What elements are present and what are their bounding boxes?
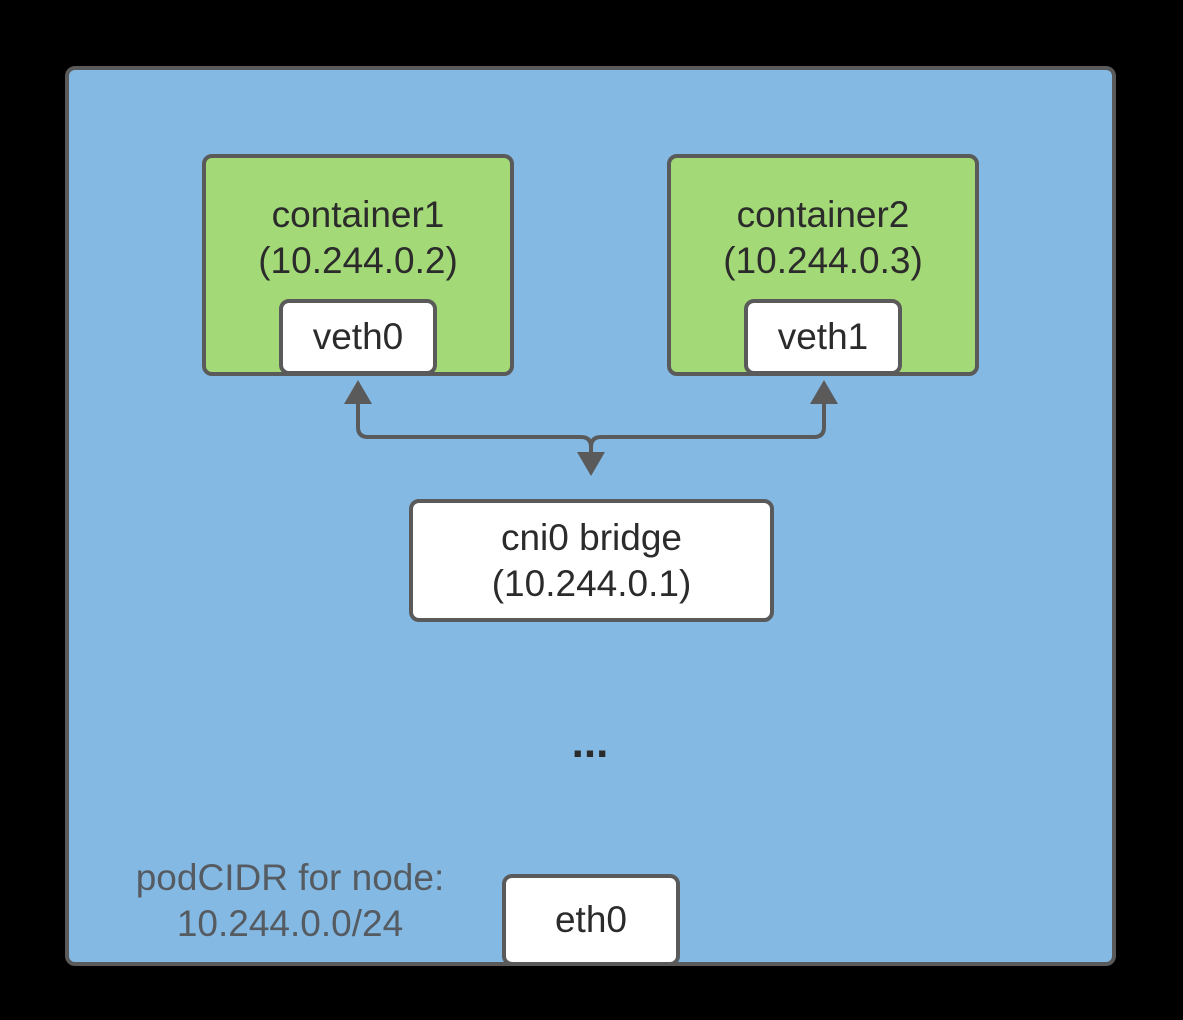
bridge-name: cni0 bridge [500, 516, 682, 558]
pod-cidr-note: podCIDR for node: 10.244.0.0/24 [100, 855, 480, 947]
veth1-interface: veth1 [744, 299, 902, 375]
veth0-label: veth0 [312, 316, 404, 357]
container1-name: container1 [271, 194, 445, 235]
cni0-bridge-box: cni0 bridge (10.244.0.1) [409, 499, 774, 622]
container1-ip: (10.244.0.2) [258, 240, 458, 281]
pod-cidr-label: podCIDR for node: [135, 857, 445, 898]
ellipsis: ... [571, 718, 609, 767]
veth1-label: veth1 [777, 316, 869, 357]
eth0-interface: eth0 [502, 874, 680, 966]
arrow-bridge-to-veth0 [344, 380, 593, 470]
arrow-bridge-to-veth1 [589, 380, 838, 470]
pod-cidr-value: 10.244.0.0/24 [176, 903, 404, 944]
container2-ip: (10.244.0.3) [723, 240, 923, 281]
veth0-interface: veth0 [279, 299, 437, 375]
eth0-label: eth0 [554, 899, 627, 940]
container2-name: container2 [736, 194, 910, 235]
bridge-ip: (10.244.0.1) [491, 562, 692, 604]
